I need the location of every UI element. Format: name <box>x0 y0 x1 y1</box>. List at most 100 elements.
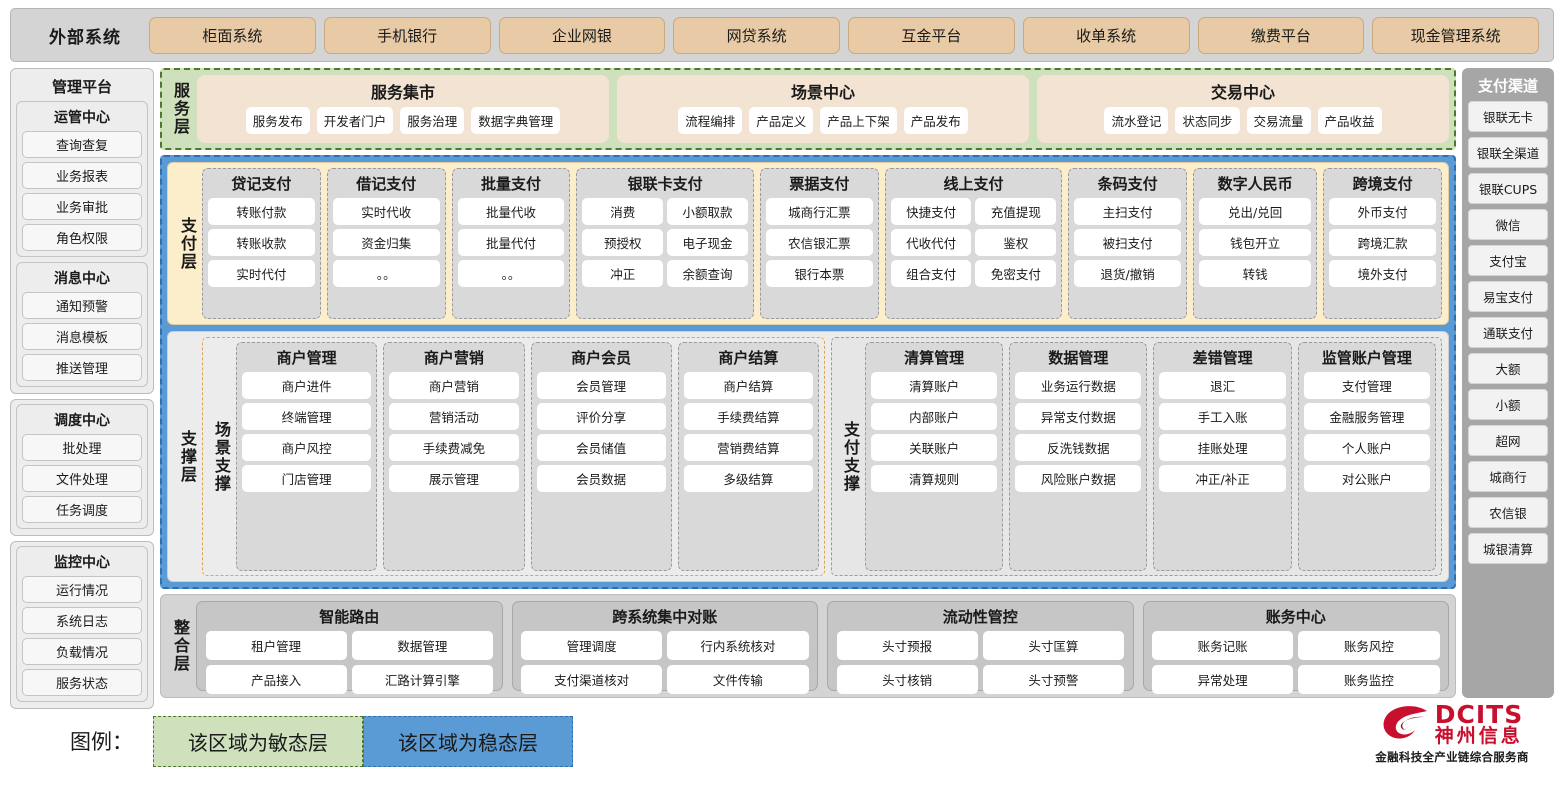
integration-item[interactable]: 支付渠道核对 <box>521 665 663 694</box>
payment-item[interactable]: 鉴权 <box>975 229 1057 256</box>
payment-item[interactable]: 代收代付 <box>890 229 972 256</box>
payment-item[interactable]: 实时代收 <box>332 198 440 225</box>
service-item[interactable]: 流水登记 <box>1104 107 1169 134</box>
service-item[interactable]: 产品收益 <box>1317 107 1382 134</box>
payment-item[interactable]: 小额取款 <box>667 198 748 225</box>
support-item[interactable]: 支付管理 <box>1303 372 1430 399</box>
payment-item[interactable]: 农信银汇票 <box>765 229 873 256</box>
support-item[interactable]: 会员数据 <box>536 465 666 492</box>
payment-channel-item[interactable]: 支付宝 <box>1468 245 1548 276</box>
payment-channel-item[interactable]: 通联支付 <box>1468 317 1548 348</box>
support-item[interactable]: 多级结算 <box>683 465 813 492</box>
payment-channel-item[interactable]: 农信银 <box>1468 497 1548 528</box>
support-item[interactable]: 内部账户 <box>870 403 998 430</box>
external-system-item[interactable]: 收单系统 <box>1022 16 1190 54</box>
payment-item[interactable]: 退货/撤销 <box>1074 260 1182 287</box>
service-item[interactable]: 产品上下架 <box>820 107 897 134</box>
support-item[interactable]: 商户营销 <box>389 372 519 399</box>
management-item[interactable]: 批处理 <box>22 434 142 461</box>
support-item[interactable]: 关联账户 <box>870 434 998 461</box>
support-item[interactable]: 营销费结算 <box>683 434 813 461</box>
payment-item[interactable]: 转账付款 <box>208 198 315 225</box>
management-item[interactable]: 文件处理 <box>22 465 142 492</box>
payment-item[interactable]: 。。 <box>457 260 565 287</box>
payment-item[interactable]: 组合支付 <box>890 260 972 287</box>
support-item[interactable]: 展示管理 <box>389 465 519 492</box>
integration-item[interactable]: 租户管理 <box>205 631 347 660</box>
payment-channel-item[interactable]: 银联全渠道 <box>1468 137 1548 168</box>
payment-channel-item[interactable]: 微信 <box>1468 209 1548 240</box>
payment-item[interactable]: 电子现金 <box>667 229 748 256</box>
service-item[interactable]: 产品发布 <box>903 107 968 134</box>
payment-item[interactable]: 钱包开立 <box>1199 229 1312 256</box>
payment-item[interactable]: 免密支付 <box>975 260 1057 287</box>
support-item[interactable]: 营销活动 <box>389 403 519 430</box>
management-item[interactable]: 推送管理 <box>22 354 142 381</box>
support-item[interactable]: 门店管理 <box>242 465 372 492</box>
service-item[interactable]: 流程编排 <box>678 107 743 134</box>
integration-item[interactable]: 数据管理 <box>351 631 493 660</box>
management-item[interactable]: 查询查复 <box>22 131 142 158</box>
integration-item[interactable]: 异常处理 <box>1152 665 1294 694</box>
payment-item[interactable]: 消费 <box>582 198 664 225</box>
support-item[interactable]: 商户风控 <box>242 434 372 461</box>
service-item[interactable]: 开发者门户 <box>316 107 394 134</box>
payment-item[interactable]: 预授权 <box>582 229 664 256</box>
payment-item[interactable]: 批量代付 <box>457 229 565 256</box>
external-system-item[interactable]: 缴费平台 <box>1197 16 1365 54</box>
management-item[interactable]: 通知预警 <box>22 292 142 319</box>
external-system-item[interactable]: 手机银行 <box>323 16 491 54</box>
support-item[interactable]: 商户结算 <box>683 372 813 399</box>
management-item[interactable]: 角色权限 <box>22 224 142 251</box>
payment-item[interactable]: 资金归集 <box>332 229 440 256</box>
payment-item[interactable]: 转账收款 <box>208 229 315 256</box>
payment-item[interactable]: 外币支付 <box>1329 198 1436 225</box>
payment-channel-item[interactable]: 小额 <box>1468 389 1548 420</box>
payment-item[interactable]: 主扫支付 <box>1074 198 1182 225</box>
management-item[interactable]: 消息模板 <box>22 323 142 350</box>
payment-item[interactable]: 实时代付 <box>208 260 315 287</box>
integration-item[interactable]: 行内系统核对 <box>667 631 809 660</box>
service-item[interactable]: 服务治理 <box>400 107 465 134</box>
external-system-item[interactable]: 现金管理系统 <box>1372 16 1539 54</box>
payment-channel-item[interactable]: 超网 <box>1468 425 1548 456</box>
payment-item[interactable]: 银行本票 <box>765 260 873 287</box>
integration-item[interactable]: 账务监控 <box>1298 665 1440 694</box>
integration-item[interactable]: 文件传输 <box>667 665 809 694</box>
integration-item[interactable]: 管理调度 <box>521 631 663 660</box>
management-item[interactable]: 负载情况 <box>22 638 142 665</box>
support-item[interactable]: 会员储值 <box>536 434 666 461</box>
integration-item[interactable]: 账务风控 <box>1298 631 1440 660</box>
integration-item[interactable]: 账务记账 <box>1152 631 1294 660</box>
payment-item[interactable]: 冲正 <box>582 260 664 287</box>
service-item[interactable]: 产品定义 <box>749 107 814 134</box>
external-system-item[interactable]: 柜面系统 <box>149 16 316 54</box>
integration-item[interactable]: 产品接入 <box>205 665 347 694</box>
support-item[interactable]: 风险账户数据 <box>1015 465 1142 492</box>
management-item[interactable]: 任务调度 <box>22 496 142 523</box>
integration-item[interactable]: 头寸预警 <box>982 665 1124 694</box>
external-system-item[interactable]: 企业网银 <box>498 16 666 54</box>
support-item[interactable]: 对公账户 <box>1303 465 1430 492</box>
integration-item[interactable]: 头寸预报 <box>836 631 978 660</box>
support-item[interactable]: 终端管理 <box>242 403 372 430</box>
support-item[interactable]: 退汇 <box>1159 372 1286 399</box>
payment-item[interactable]: 被扫支付 <box>1074 229 1182 256</box>
payment-item[interactable]: 兑出/兑回 <box>1199 198 1312 225</box>
payment-channel-item[interactable]: 大额 <box>1468 353 1548 384</box>
payment-channel-item[interactable]: 城银清算 <box>1468 533 1548 564</box>
payment-item[interactable]: 跨境汇款 <box>1329 229 1436 256</box>
integration-item[interactable]: 头寸核销 <box>836 665 978 694</box>
payment-item[interactable]: 城商行汇票 <box>765 198 873 225</box>
support-item[interactable]: 手续费结算 <box>683 403 813 430</box>
payment-item[interactable]: 充值提现 <box>975 198 1057 225</box>
payment-channel-item[interactable]: 银联CUPS <box>1468 173 1548 204</box>
support-item[interactable]: 会员管理 <box>536 372 666 399</box>
support-item[interactable]: 个人账户 <box>1303 434 1430 461</box>
support-item[interactable]: 业务运行数据 <box>1015 372 1142 399</box>
support-item[interactable]: 异常支付数据 <box>1015 403 1142 430</box>
support-item[interactable]: 商户进件 <box>242 372 372 399</box>
payment-item[interactable]: 快捷支付 <box>890 198 972 225</box>
integration-item[interactable]: 汇路计算引擎 <box>351 665 493 694</box>
support-item[interactable]: 金融服务管理 <box>1303 403 1430 430</box>
